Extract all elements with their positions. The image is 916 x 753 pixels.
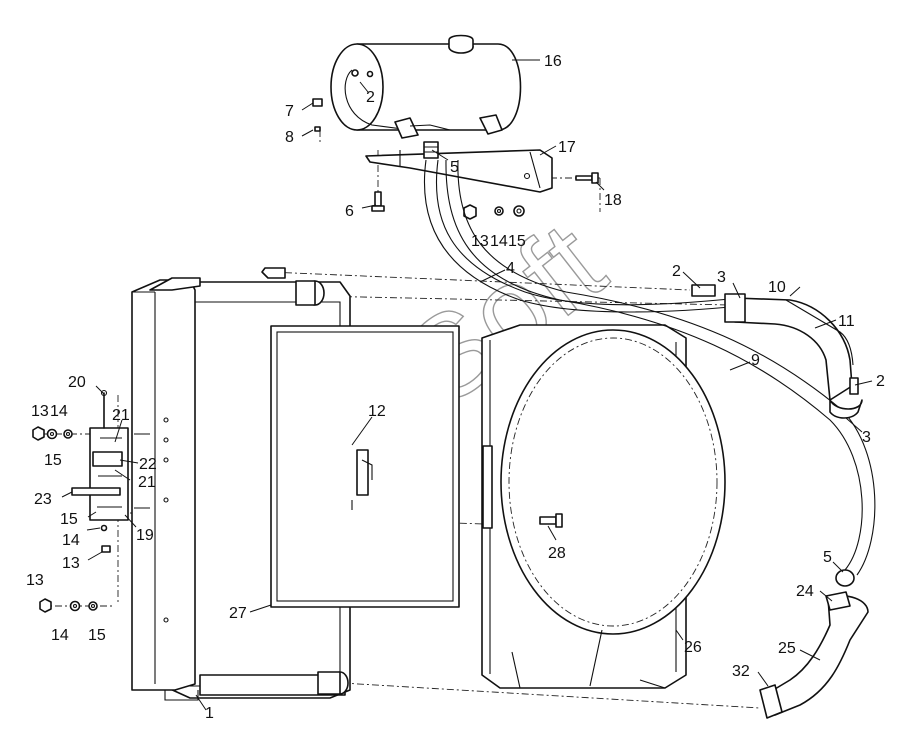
callout-27: 27 bbox=[229, 605, 247, 622]
callout-13-bracket-mid: 13 bbox=[62, 555, 80, 572]
callout-11: 11 bbox=[838, 313, 855, 330]
screen-panel bbox=[270, 325, 460, 608]
hose-25 bbox=[759, 569, 869, 719]
mounting-bracket bbox=[71, 389, 150, 553]
callout-15-bracket-bottom: 15 bbox=[88, 627, 106, 644]
hose-9 bbox=[445, 159, 876, 576]
hose-4 bbox=[423, 159, 741, 313]
callout-15-bracket-mid: 15 bbox=[60, 511, 78, 528]
tank-fasteners bbox=[312, 98, 599, 528]
callout-23: 23 bbox=[34, 491, 52, 508]
callout-3-bottom: 3 bbox=[862, 429, 871, 446]
callout-2-hose: 2 bbox=[672, 263, 681, 280]
callout-12: 12 bbox=[368, 403, 386, 420]
tank-bracket bbox=[365, 141, 553, 193]
callout-7: 7 bbox=[285, 103, 294, 120]
callout-5-top: 5 bbox=[450, 159, 459, 176]
callout-3-top: 3 bbox=[717, 269, 726, 286]
callout-28: 28 bbox=[548, 545, 566, 562]
callout-13-tank: 13 bbox=[471, 233, 489, 250]
pipe-10-11 bbox=[691, 284, 863, 419]
callout-labels: 1 2 2 2 3 3 4 5 5 6 7 8 9 10 11 12 13 14… bbox=[26, 53, 885, 722]
callout-25: 25 bbox=[778, 640, 796, 657]
callout-15-tank: 15 bbox=[508, 233, 526, 250]
callout-6: 6 bbox=[345, 203, 354, 220]
callout-14-tank: 14 bbox=[490, 233, 508, 250]
callout-17: 17 bbox=[558, 139, 576, 156]
callout-24: 24 bbox=[796, 583, 814, 600]
callout-18: 18 bbox=[604, 192, 622, 209]
callout-26: 26 bbox=[684, 639, 702, 656]
fan-shroud bbox=[481, 324, 726, 689]
callout-10: 10 bbox=[768, 279, 786, 296]
callout-8: 8 bbox=[285, 129, 294, 146]
callout-32: 32 bbox=[732, 663, 750, 680]
callout-20: 20 bbox=[68, 374, 86, 391]
callout-21-bottom: 21 bbox=[138, 474, 156, 491]
callout-13-bracket-bottom: 13 bbox=[26, 572, 44, 589]
callout-5-bottom: 5 bbox=[823, 549, 832, 566]
expansion-tank bbox=[330, 34, 522, 139]
callout-9: 9 bbox=[751, 352, 760, 369]
callout-21-top: 21 bbox=[112, 407, 130, 424]
callout-15-bracket-top: 15 bbox=[44, 452, 62, 469]
callout-19: 19 bbox=[136, 527, 154, 544]
callout-2-pipe: 2 bbox=[876, 373, 885, 390]
bracket-fasteners bbox=[32, 426, 108, 613]
callout-2-tank: 2 bbox=[366, 89, 375, 106]
callout-22: 22 bbox=[139, 456, 157, 473]
callout-1: 1 bbox=[205, 705, 214, 722]
callout-14-bracket-bottom: 14 bbox=[51, 627, 69, 644]
callout-14-bracket-mid: 14 bbox=[62, 532, 80, 549]
callout-14-bracket-top: 14 bbox=[50, 403, 68, 420]
callout-13-bracket-top: 13 bbox=[31, 403, 49, 420]
callout-16: 16 bbox=[544, 53, 562, 70]
callout-leaders bbox=[61, 59, 873, 711]
callout-4: 4 bbox=[506, 260, 515, 277]
